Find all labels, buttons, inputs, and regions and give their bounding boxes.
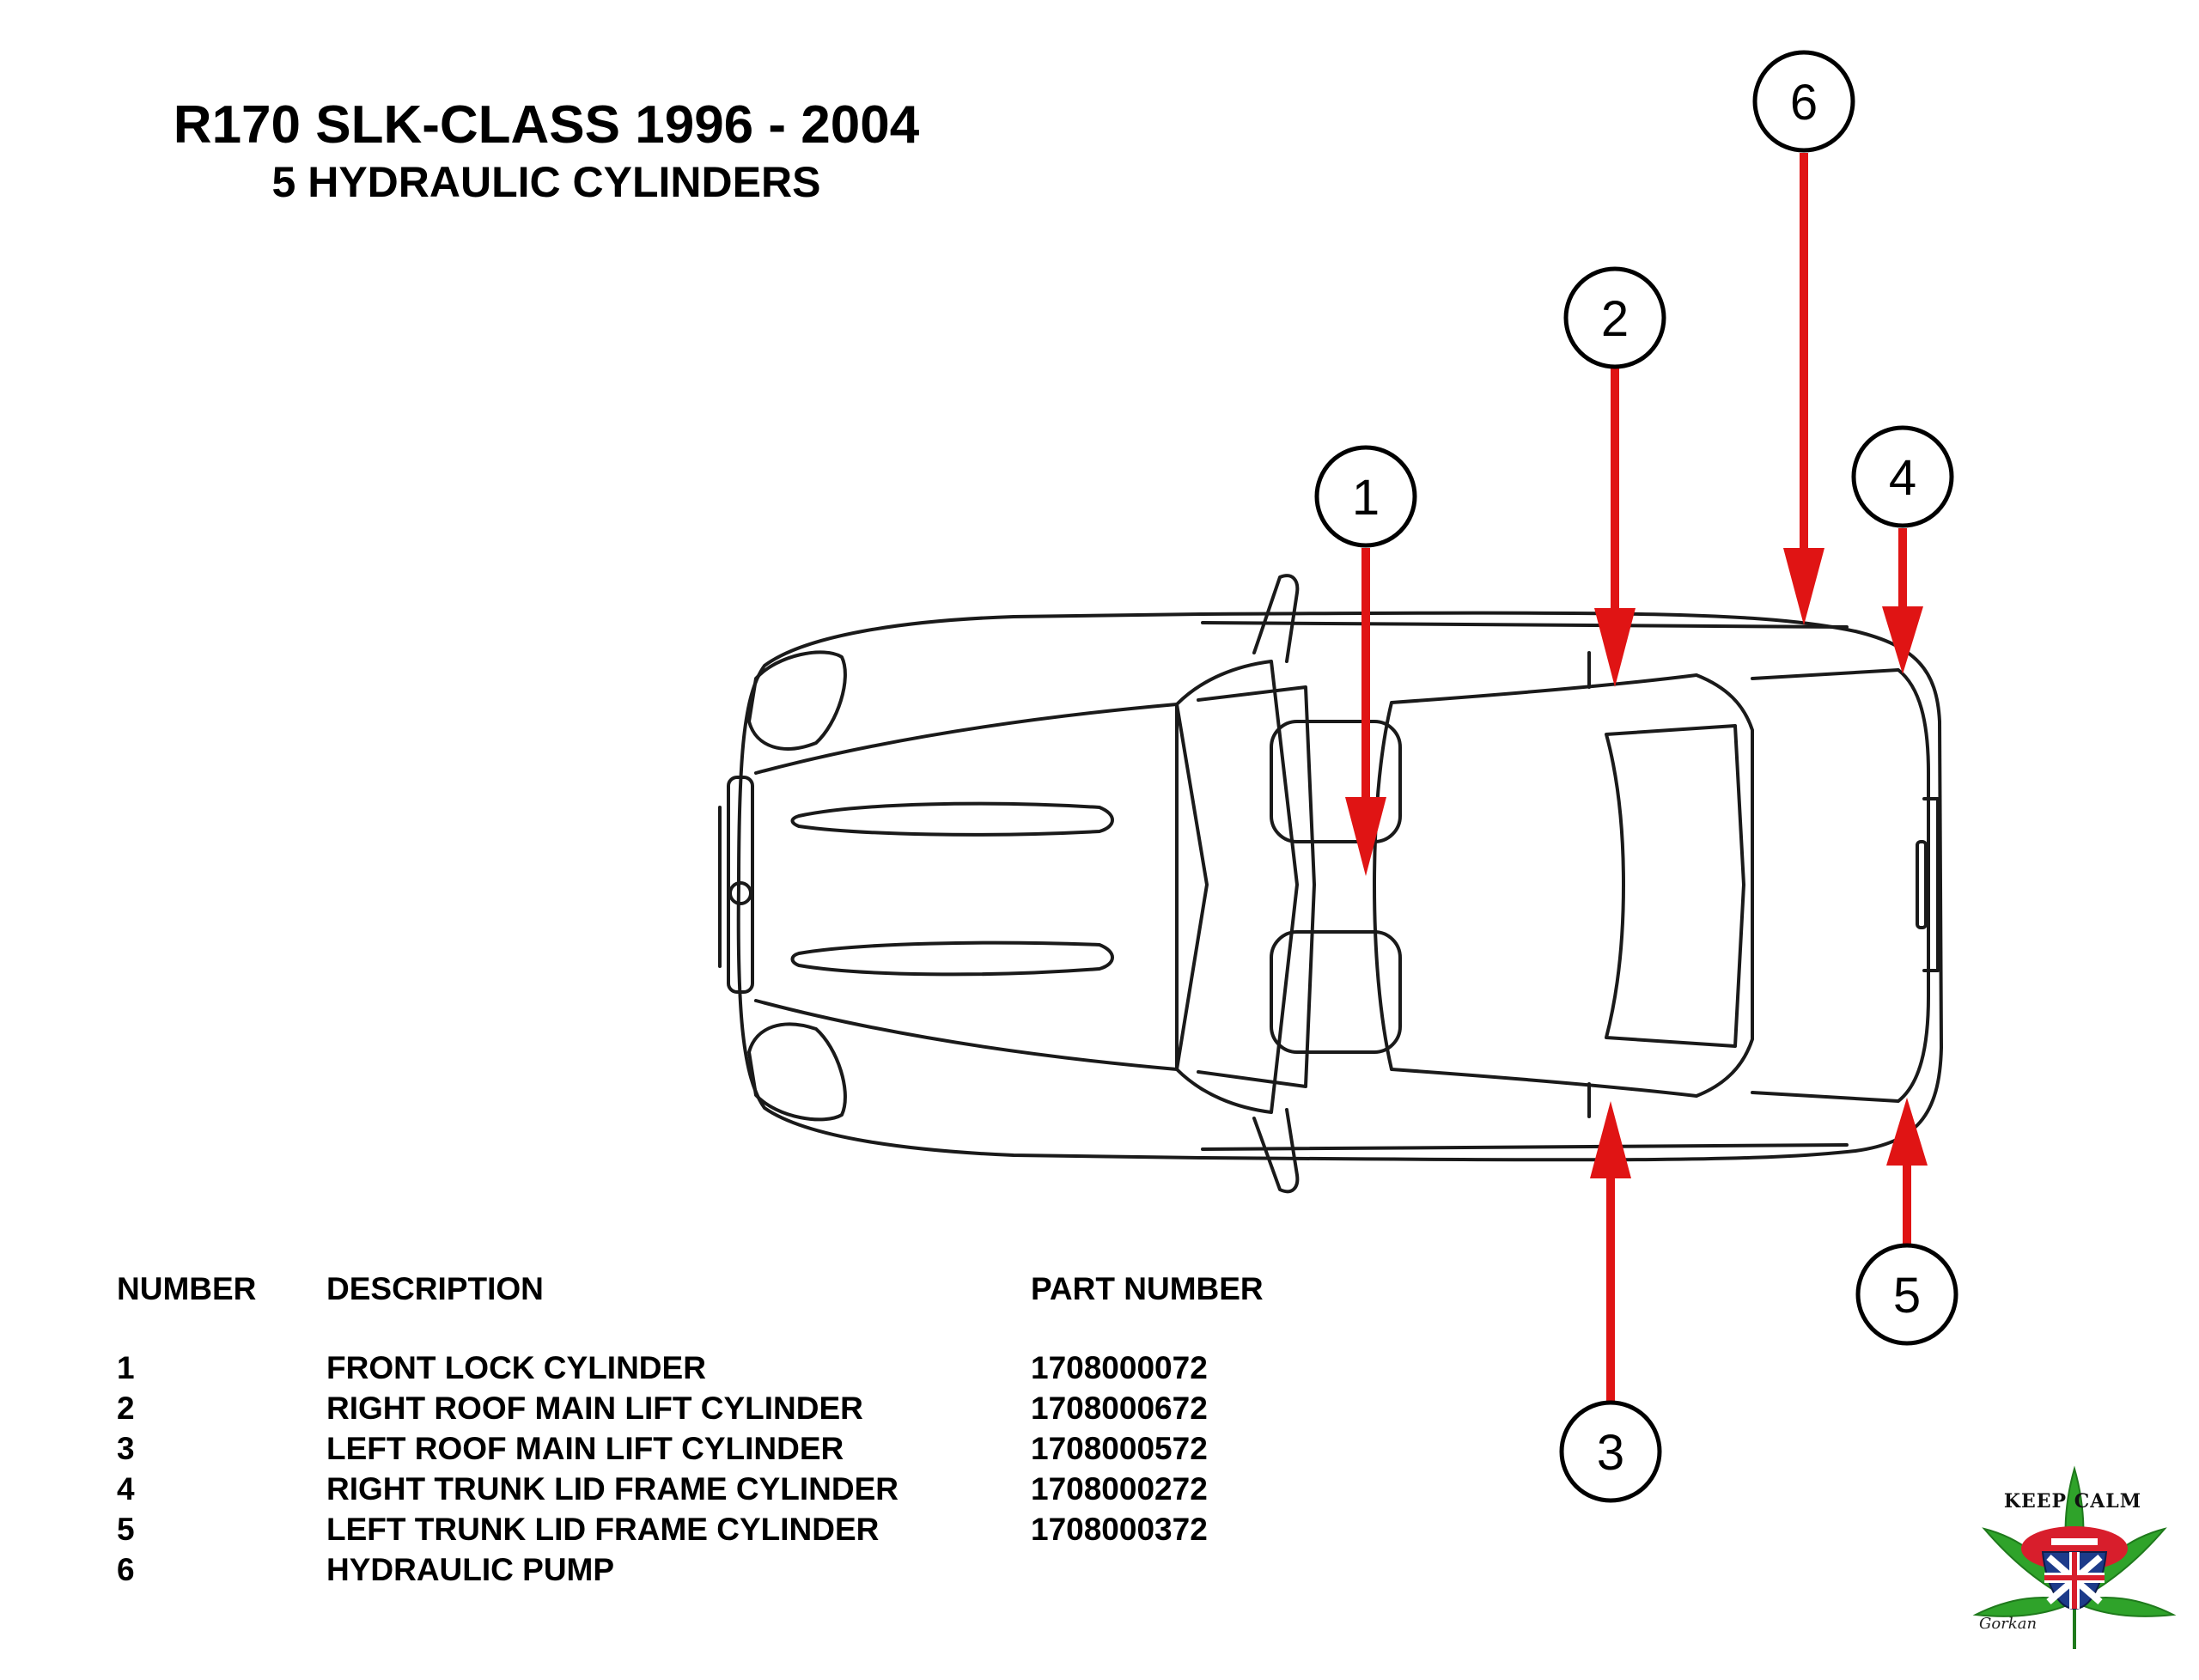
table-row: 6 HYDRAULIC PUMP xyxy=(117,1552,1337,1592)
row-part-number: 1708000572 xyxy=(1031,1431,1208,1466)
page-title: R170 SLK-CLASS 1996 - 2004 xyxy=(173,95,920,155)
callout-6-label: 6 xyxy=(1790,75,1818,131)
arrow-6-head xyxy=(1783,548,1824,625)
tail-light-strip xyxy=(1922,797,1940,972)
windshield xyxy=(1175,660,1299,1114)
logo-signature: Gorkan xyxy=(1979,1615,2038,1633)
row-number: 4 xyxy=(117,1471,135,1507)
hood-vent-lower xyxy=(790,940,1114,977)
hood-vent-upper xyxy=(790,801,1114,837)
row-number: 2 xyxy=(117,1391,135,1426)
hood xyxy=(754,703,1209,1071)
keep-calm-logo: KEEP CALM Gorkan xyxy=(1967,1456,2182,1662)
callout-5-label: 5 xyxy=(1893,1268,1921,1324)
callout-2-label: 2 xyxy=(1601,291,1629,347)
roof-panel xyxy=(1373,673,1754,1098)
arrow-4-head xyxy=(1882,606,1923,674)
table-row: 4 RIGHT TRUNK LID FRAME CYLINDER 1708000… xyxy=(117,1471,1337,1512)
row-part-number: 1708000372 xyxy=(1031,1512,1208,1547)
right-mirror xyxy=(1252,574,1300,663)
left-headlight xyxy=(747,1022,847,1122)
row-description: RIGHT TRUNK LID FRAME CYLINDER xyxy=(326,1471,898,1507)
car-body-outline xyxy=(736,611,1943,1162)
table-row: 1 FRONT LOCK CYLINDER 1708000072 xyxy=(117,1350,1337,1391)
left-mirror xyxy=(1252,1108,1300,1194)
callout-3-label: 3 xyxy=(1597,1425,1624,1481)
rear-window xyxy=(1605,724,1745,1048)
row-number: 1 xyxy=(117,1350,135,1385)
row-description: FRONT LOCK CYLINDER xyxy=(326,1350,706,1385)
row-description: HYDRAULIC PUMP xyxy=(326,1552,615,1587)
callout-arrows xyxy=(1345,153,1928,1404)
row-part-number: 1708000672 xyxy=(1031,1391,1208,1426)
logo-text: KEEP CALM xyxy=(2003,1490,2142,1513)
trunk-handle xyxy=(1916,840,1928,929)
arrow-5-head xyxy=(1886,1098,1928,1166)
page-subtitle: 5 HYDRAULIC CYLINDERS xyxy=(271,158,821,206)
parts-table: NUMBER DESCRIPTION PART NUMBER 1 FRONT L… xyxy=(117,1271,1337,1592)
header-part-number: PART NUMBER xyxy=(1031,1271,1264,1306)
arrow-2-head xyxy=(1594,608,1636,687)
right-headlight xyxy=(747,650,847,751)
arrow-1-head xyxy=(1345,797,1386,876)
arrow-3-head xyxy=(1590,1101,1631,1178)
callout-circles xyxy=(1314,50,1958,1503)
row-number: 5 xyxy=(117,1512,135,1547)
row-description: RIGHT ROOF MAIN LIFT CYLINDER xyxy=(326,1391,863,1426)
dashboard xyxy=(1197,685,1316,1088)
table-row: 2 RIGHT ROOF MAIN LIFT CYLINDER 17080006… xyxy=(117,1391,1337,1431)
trunk-lid xyxy=(1751,668,1930,1103)
row-number: 3 xyxy=(117,1431,135,1466)
mercedes-star-icon xyxy=(728,881,752,905)
table-row: 3 LEFT ROOF MAIN LIFT CYLINDER 170800057… xyxy=(117,1431,1337,1471)
left-seat xyxy=(1270,930,1402,1054)
callout-4-label: 4 xyxy=(1889,450,1916,506)
header-description: DESCRIPTION xyxy=(326,1271,544,1306)
front-grille xyxy=(727,776,754,994)
row-part-number: 1708000072 xyxy=(1031,1350,1208,1385)
callout-5-circle xyxy=(1855,1243,1958,1346)
right-seat xyxy=(1270,720,1402,843)
parts-table-header: NUMBER DESCRIPTION PART NUMBER xyxy=(117,1271,1337,1323)
callout-1-label: 1 xyxy=(1352,470,1380,526)
table-row: 5 LEFT TRUNK LID FRAME CYLINDER 17080003… xyxy=(117,1512,1337,1552)
row-description: LEFT TRUNK LID FRAME CYLINDER xyxy=(326,1512,880,1547)
header-number: NUMBER xyxy=(117,1271,257,1306)
row-description: LEFT ROOF MAIN LIFT CYLINDER xyxy=(326,1431,844,1466)
callout-1-circle xyxy=(1314,445,1417,548)
callout-3-circle xyxy=(1559,1400,1662,1503)
callout-4-circle xyxy=(1851,425,1954,528)
callout-6-circle xyxy=(1752,50,1855,153)
row-number: 6 xyxy=(117,1552,135,1587)
tongue-union-flag-icon xyxy=(2021,1526,2128,1610)
callout-2-circle xyxy=(1563,266,1666,369)
callout-labels: 1 2 3 4 5 6 xyxy=(1352,75,1921,1481)
row-part-number: 1708000272 xyxy=(1031,1471,1208,1507)
car-top-view-illustration xyxy=(718,574,1943,1194)
